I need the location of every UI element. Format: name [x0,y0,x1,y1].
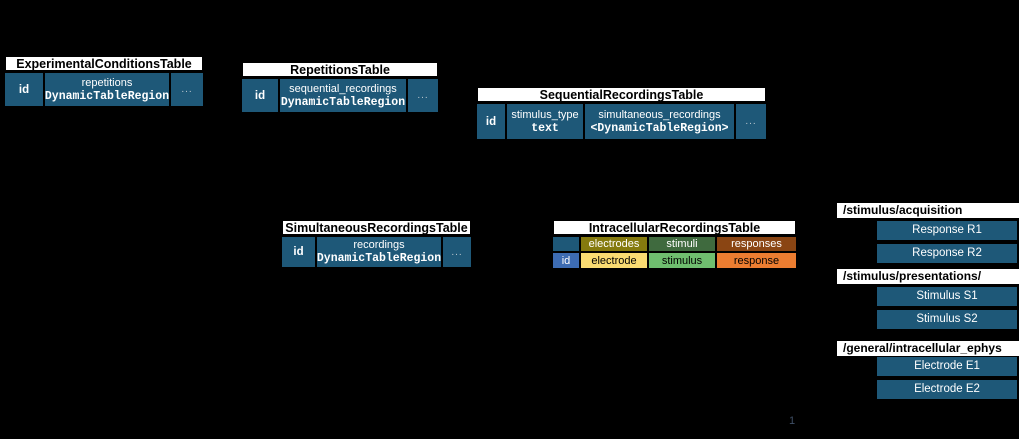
column-stimulus: stimulus [649,253,715,268]
more-columns-cell: ... [443,237,471,267]
category-row: electrodes stimuli responses [553,237,796,251]
id-column: id [282,237,315,267]
field-name: sequential_recordings [289,82,397,95]
column-response: response [717,253,796,268]
more-columns-cell: ... [736,104,766,139]
field-type: <DynamicTableRegion> [590,121,729,135]
id-column: id [242,79,278,112]
column-electrode: electrode [581,253,647,268]
experimental-conditions-table: ExperimentalConditionsTable id repetitio… [5,56,203,106]
field-type: text [531,121,559,135]
field-type: DynamicTableRegion [317,252,441,265]
response-r2-box: Response R2 [877,244,1017,263]
table-row: id recordings DynamicTableRegion ... [282,237,471,267]
field-type: DynamicTableRegion [45,89,169,103]
category-electrodes: electrodes [581,237,647,251]
response-r1-box: Response R1 [877,221,1017,240]
table-title: SequentialRecordingsTable [477,87,766,102]
id-column: id [5,73,43,106]
table-row: id stimulus_type text simultaneous_recor… [477,104,766,139]
table-title: RepetitionsTable [242,62,438,77]
column-row: id electrode stimulus response [553,253,796,268]
category-responses: responses [717,237,796,251]
table-title: ExperimentalConditionsTable [5,56,203,71]
group-label-general-intracellular-ephys: /general/intracellular_ephys [837,341,1019,356]
id-column: id [477,104,505,139]
category-stimuli: stimuli [649,237,715,251]
table-title: IntracellularRecordingsTable [553,220,796,235]
electrode-e2-box: Electrode E2 [877,380,1017,399]
repetitions-table: RepetitionsTable id sequential_recording… [242,62,438,112]
group-label-stimulus-acquisition: /stimulus/acquisition [837,203,1019,218]
stimulus-s1-box: Stimulus S1 [877,287,1017,306]
more-columns-cell: ... [171,73,203,106]
field-column-stimulus-type: stimulus_type text [507,104,583,139]
field-name: repetitions [81,76,133,89]
field-column-repetitions: repetitions DynamicTableRegion [45,73,169,106]
stimulus-s2-box: Stimulus S2 [877,310,1017,329]
intracellular-recordings-table: IntracellularRecordingsTable electrodes … [553,220,796,268]
id-column: id [553,253,579,268]
field-name: recordings [353,239,405,251]
table-row: id sequential_recordings DynamicTableReg… [242,79,438,112]
more-columns-cell: ... [408,79,438,112]
field-column-sequential-recordings: sequential_recordings DynamicTableRegion [280,79,406,112]
simultaneous-recordings-table: SimultaneousRecordingsTable id recording… [282,220,471,267]
field-name: stimulus_type [511,108,579,121]
sequential-recordings-table: SequentialRecordingsTable id stimulus_ty… [477,87,766,139]
field-column-recordings: recordings DynamicTableRegion [317,237,441,267]
blank-corner-cell [553,237,579,251]
group-label-stimulus-presentations: /stimulus/presentations/ [837,269,1019,284]
field-name: simultaneous_recordings [598,108,721,121]
table-title: SimultaneousRecordingsTable [282,220,471,235]
electrode-e1-box: Electrode E1 [877,357,1017,376]
page-number: 1 [789,415,796,427]
field-column-simultaneous-recordings: simultaneous_recordings <DynamicTableReg… [585,104,734,139]
field-type: DynamicTableRegion [280,95,406,109]
table-row: id repetitions DynamicTableRegion ... [5,73,203,106]
